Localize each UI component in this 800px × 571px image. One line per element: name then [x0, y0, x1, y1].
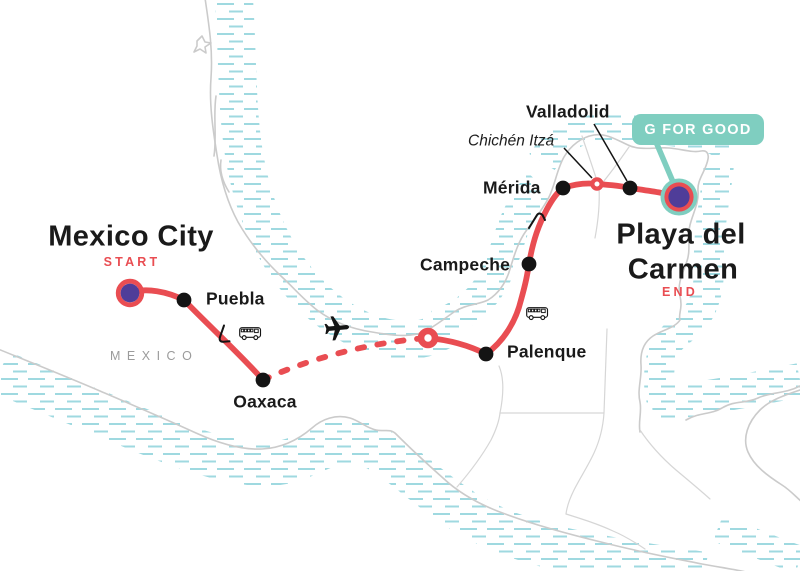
bus-icon — [239, 327, 262, 341]
stop-label-merida: Mérida — [483, 177, 541, 198]
stop-label-campeche: Campeche — [420, 254, 511, 275]
end-tag: END — [662, 284, 698, 299]
valladolid-pointer-line — [593, 123, 628, 182]
hatch-honduras-south — [712, 515, 800, 571]
coast-lagoon-detail-2 — [219, 159, 230, 193]
plane-icon — [324, 316, 350, 341]
start-tag: START — [103, 254, 161, 269]
chichen-itza-pointer-line — [563, 147, 593, 179]
end-city-label-line2: Carmen — [627, 253, 739, 286]
border-honduras — [639, 429, 711, 500]
route-flight-segment — [260, 335, 431, 383]
stop-label-palenque: Palenque — [507, 341, 587, 362]
coast-honduras-north — [685, 385, 800, 421]
stop-dot-merida — [555, 180, 571, 196]
coast-pacific — [0, 348, 746, 571]
transfer-point-marker — [417, 327, 439, 349]
hatch-campeche-coast — [430, 173, 553, 341]
region-label: MEXICO — [110, 348, 199, 363]
end-city-label-line1: Playa del — [616, 218, 746, 251]
coast-lagoon-detail-1 — [213, 95, 217, 157]
stop-dot-oaxaca — [255, 372, 271, 388]
start-city-label: Mexico City — [48, 220, 214, 253]
stop-label-valladolid: Valladolid — [526, 101, 610, 122]
coast-islet — [193, 35, 212, 54]
stop-dot-campeche — [521, 256, 537, 272]
border-guatemala-south — [565, 513, 646, 550]
route-markers — [115, 177, 698, 388]
stop-label-chichen-itza: Chichén Itzá — [468, 132, 555, 150]
hatch-caribbean-east — [643, 162, 734, 407]
g-for-good-badge: G FOR GOOD — [632, 114, 764, 145]
stop-dot-puebla — [176, 292, 192, 308]
border-guatemala-east — [565, 412, 605, 515]
chichen-itza-marker — [590, 177, 604, 191]
stop-label-puebla: Puebla — [206, 288, 265, 309]
transport-icons — [218, 212, 549, 343]
start-marker — [115, 278, 145, 308]
road-bend-icon — [528, 212, 546, 229]
end-marker — [660, 178, 698, 216]
g-for-good-badge-label: G FOR GOOD — [644, 121, 752, 138]
stop-dot-valladolid — [622, 180, 638, 196]
route-segment-transfer-end — [425, 180, 682, 357]
stop-label-oaxaca: Oaxaca — [233, 391, 297, 412]
stop-dot-palenque — [478, 346, 494, 362]
road-bend-icon — [218, 324, 231, 343]
bus-icon — [526, 307, 549, 321]
hatch-gulf-west — [215, 0, 461, 360]
coast-gulf-yucatan — [204, 0, 710, 433]
coast-honduras-blob — [744, 389, 800, 502]
hatch-honduras-bay — [650, 363, 800, 421]
hatch-pacific — [0, 351, 709, 571]
border-chiapas — [456, 412, 501, 488]
